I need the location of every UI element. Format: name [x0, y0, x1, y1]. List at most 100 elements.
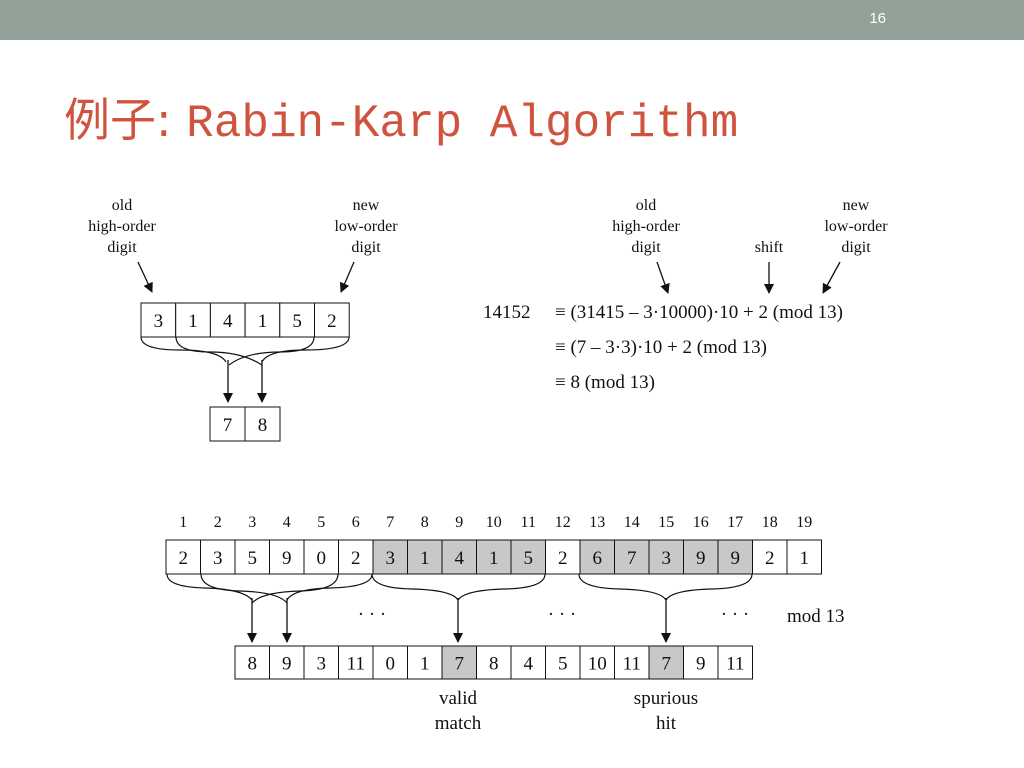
text-digit-value: 3 [386, 548, 396, 569]
hash-value-cell [717, 645, 753, 680]
index-number: 19 [796, 514, 812, 531]
window-digit-cell [140, 302, 177, 338]
eq-new-label-line1: new [843, 197, 870, 214]
text-digit-value: 3 [213, 548, 223, 569]
hash-value-value: 8 [248, 653, 258, 674]
text-digit-cell [441, 539, 477, 575]
index-number: 10 [486, 514, 502, 531]
text-digit-value: 9 [696, 548, 706, 569]
brace-right-b [261, 336, 350, 363]
text-digit-value: 3 [662, 548, 672, 569]
brace-left-b [175, 336, 263, 366]
index-number: 16 [693, 514, 709, 531]
brace-left-a [140, 336, 227, 363]
valid-label-line2: match [435, 713, 482, 734]
old-label-line2: high-order [88, 218, 156, 235]
title-cjk: 例子: [64, 93, 187, 147]
window-digit-value: 2 [327, 311, 337, 332]
slide-title: 例子: Rabin-Karp Algorithm [64, 84, 738, 150]
eq-shift-label: shift [755, 239, 784, 256]
brace-text-b1 [200, 573, 288, 604]
text-digit-value: 9 [731, 548, 741, 569]
eq-line-3: ≡ 8 (mod 13) [555, 372, 655, 393]
spurious-label-line1: spurious [634, 688, 698, 709]
index-number: 3 [248, 514, 256, 531]
index-number: 1 [179, 514, 187, 531]
window-digit-cell [175, 302, 211, 338]
brace-text-b2 [286, 573, 373, 601]
text-digit-cell [303, 539, 339, 575]
text-digit-cell [165, 539, 201, 575]
eq-old-label-line1: old [636, 197, 656, 214]
window-digit-cell [279, 302, 315, 338]
text-digit-value: 6 [593, 548, 603, 569]
text-digit-cell [614, 539, 650, 575]
new-label-line3: digit [351, 239, 381, 256]
ellipsis-3: · · · [721, 604, 749, 625]
hash-value-value: 7 [662, 653, 672, 674]
hash-value-cell [407, 645, 443, 680]
eq-old-arrow [656, 261, 670, 294]
hash-value-value: 3 [317, 653, 327, 674]
index-number: 18 [762, 514, 778, 531]
index-number: 4 [283, 514, 291, 531]
hash-value-value: 10 [588, 653, 607, 674]
ellipses: · · · · · · · · · [358, 604, 749, 625]
text-digit-cell [579, 539, 615, 575]
window-digit-value: 1 [258, 311, 268, 332]
text-digit-value: 2 [351, 548, 361, 569]
text-digit-value: 2 [765, 548, 775, 569]
brace-text-a2 [251, 573, 339, 604]
hash-value-cell [579, 645, 615, 680]
index-number: 17 [727, 514, 743, 531]
index-number: 11 [521, 514, 536, 531]
text-digit-value: 1 [489, 548, 499, 569]
top-left-diagram: old high-order digit new low-order digit [88, 197, 398, 256]
top-right-equations: old high-order digit shift new low-order… [612, 197, 888, 256]
text-digit-cell [407, 539, 443, 575]
brace-right-a [228, 336, 315, 366]
window-digit-value: 3 [154, 311, 164, 332]
text-digit-value: 1 [800, 548, 810, 569]
text-digit-value: 5 [524, 548, 534, 569]
brace-text-valid-left [371, 573, 459, 601]
window-digit-value: 5 [292, 311, 302, 332]
text-digit-value: 2 [558, 548, 568, 569]
window-digit-cell [244, 302, 281, 338]
window-digit-cell [314, 302, 350, 338]
index-number: 8 [421, 514, 429, 531]
text-digit-value: 0 [317, 548, 327, 569]
text-digit-cell [545, 539, 581, 575]
hash-value-cell [269, 645, 305, 680]
index-number: 5 [317, 514, 325, 531]
hash-value-cell [441, 645, 477, 680]
text-digit-value: 7 [627, 548, 637, 569]
hash-value-cell [545, 645, 581, 680]
result-digit-cell [244, 406, 281, 442]
hash-annotations: valid match spurious hit [435, 688, 698, 734]
hash-value-value: 7 [455, 653, 465, 674]
brace-text-a1 [166, 573, 253, 601]
old-label-line1: old [112, 197, 132, 214]
eq-new-label-line2: low-order [824, 218, 888, 235]
window-digit-value: 1 [188, 311, 198, 332]
eq-old-label-line2: high-order [612, 218, 680, 235]
text-digit-cell [234, 539, 270, 575]
index-number: 6 [352, 514, 360, 531]
mod-label: mod 13 [787, 606, 845, 627]
top-bar [0, 0, 1024, 40]
spurious-label-line2: hit [656, 713, 677, 734]
hash-value-value: 0 [386, 653, 396, 674]
text-digit-cell [476, 539, 512, 575]
text-digit-value: 5 [248, 548, 258, 569]
text-digit-cell [683, 539, 719, 575]
eq-new-label-line3: digit [841, 239, 871, 256]
index-number: 15 [658, 514, 674, 531]
eq-lhs: 14152 [483, 302, 531, 323]
index-number: 13 [589, 514, 605, 531]
